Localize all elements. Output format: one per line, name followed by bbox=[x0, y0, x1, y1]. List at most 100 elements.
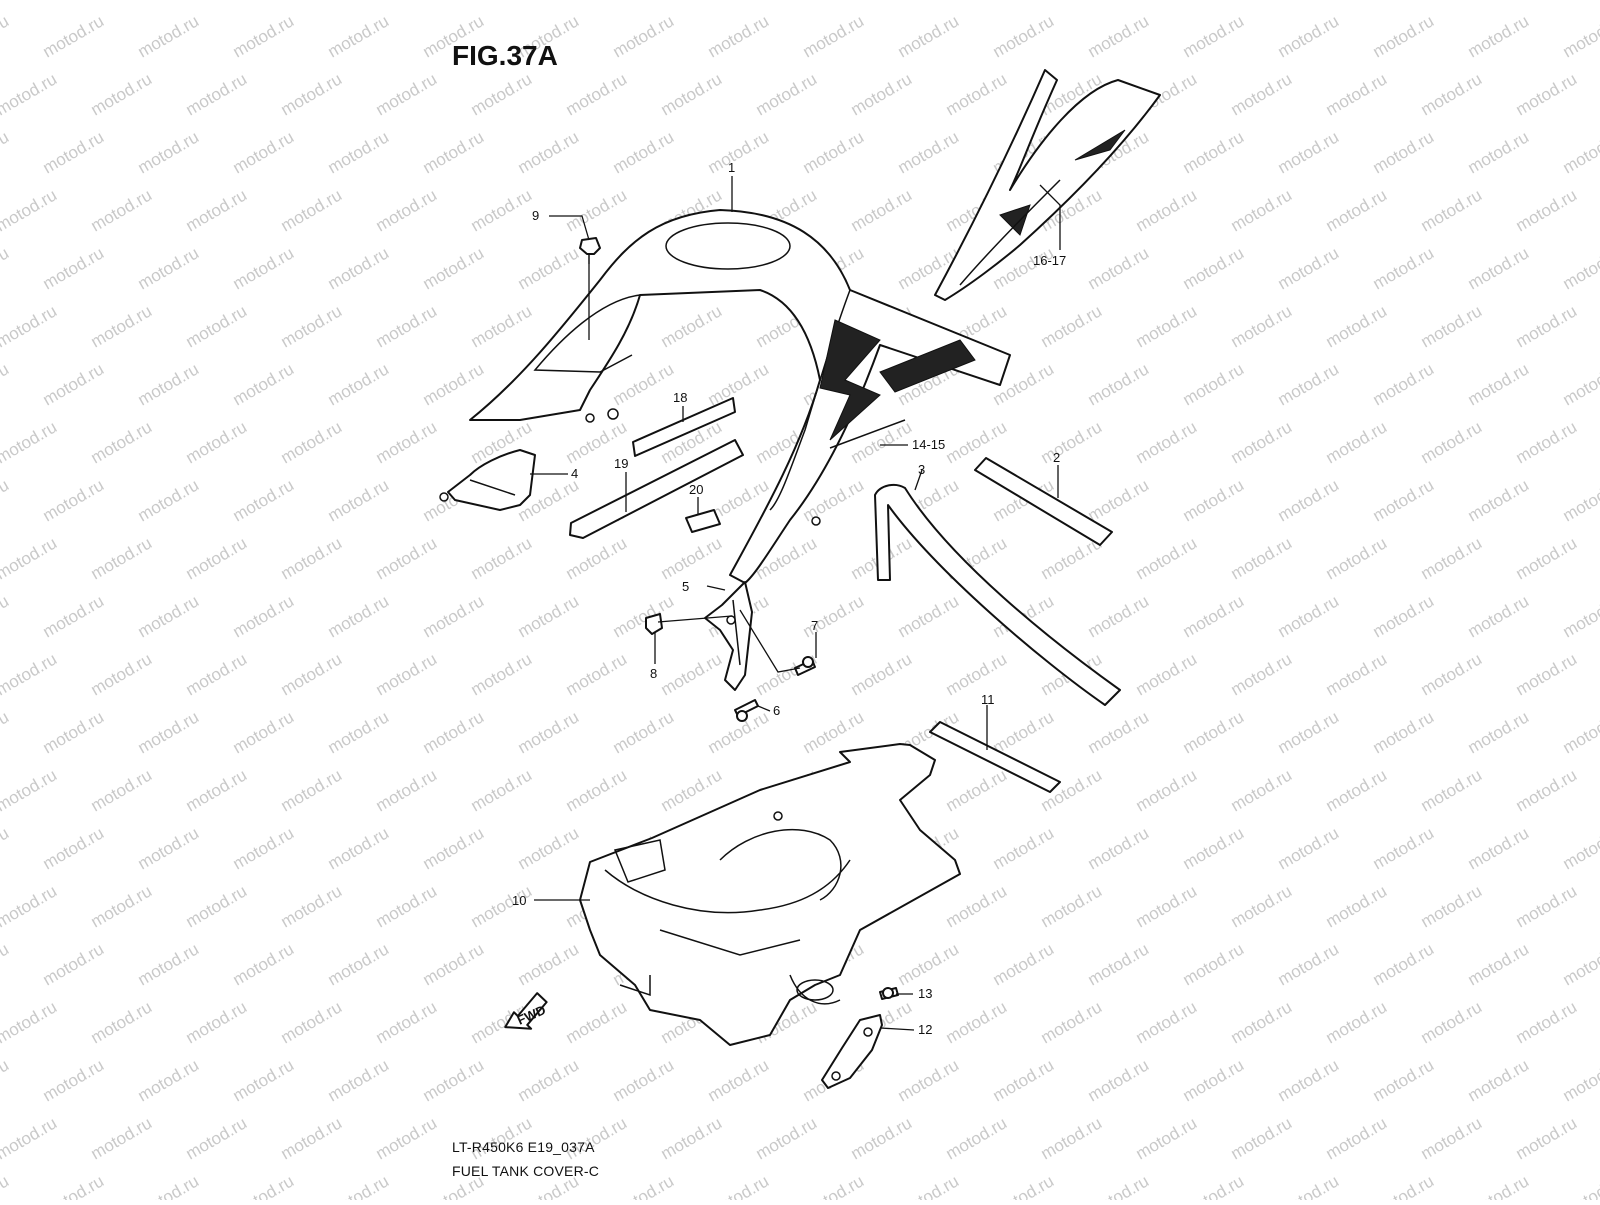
watermark-text: motod.ru bbox=[1038, 301, 1106, 351]
part-2-pad[interactable] bbox=[975, 458, 1112, 545]
watermark-text: motod.ru bbox=[800, 1171, 868, 1200]
watermark-text: motod.ru bbox=[88, 997, 156, 1047]
watermark-text: motod.ru bbox=[658, 533, 726, 583]
watermark-text: motod.ru bbox=[563, 649, 631, 699]
watermark-text: motod.ru bbox=[1323, 417, 1391, 467]
watermark-text: motod.ru bbox=[135, 359, 203, 409]
watermark-text: motod.ru bbox=[325, 475, 393, 525]
watermark-text: motod.ru bbox=[1513, 997, 1581, 1047]
watermark-text: motod.ru bbox=[943, 0, 1011, 3]
watermark-text: motod.ru bbox=[183, 301, 251, 351]
watermark-text: motod.ru bbox=[515, 243, 583, 293]
watermark-text: motod.ru bbox=[40, 939, 108, 989]
watermark-text: motod.ru bbox=[468, 765, 536, 815]
watermark-text: motod.ru bbox=[135, 707, 203, 757]
watermark-text: motod.ru bbox=[1323, 1113, 1391, 1163]
part-9-clip[interactable] bbox=[580, 238, 600, 264]
watermark-text: motod.ru bbox=[40, 707, 108, 757]
watermark-text: motod.ru bbox=[610, 359, 678, 409]
watermark-text: motod.ru bbox=[563, 533, 631, 583]
watermark-text: motod.ru bbox=[0, 1055, 12, 1105]
watermark-text: motod.ru bbox=[658, 649, 726, 699]
watermark-text: motod.ru bbox=[0, 939, 12, 989]
watermark-text: motod.ru bbox=[325, 11, 393, 61]
watermark-text: motod.ru bbox=[420, 591, 488, 641]
watermark-text: motod.ru bbox=[705, 1055, 773, 1105]
watermark-text: motod.ru bbox=[990, 823, 1058, 873]
watermark-text: motod.ru bbox=[1085, 475, 1153, 525]
watermark-text: motod.ru bbox=[183, 533, 251, 583]
watermark-text: motod.ru bbox=[40, 591, 108, 641]
watermark-text: motod.ru bbox=[0, 475, 12, 525]
watermark-text: motod.ru bbox=[135, 11, 203, 61]
model-code: LT-R450K6 E19_037A bbox=[452, 1139, 595, 1155]
watermark-text: motod.ru bbox=[1180, 243, 1248, 293]
watermark-text: motod.ru bbox=[230, 359, 298, 409]
watermark-text: motod.ru bbox=[325, 707, 393, 757]
watermark-text: motod.ru bbox=[1465, 939, 1533, 989]
watermark-text: motod.ru bbox=[563, 185, 631, 235]
watermark-text: motod.ru bbox=[1133, 417, 1201, 467]
watermark-text: motod.ru bbox=[1180, 823, 1248, 873]
watermark-text: motod.ru bbox=[895, 11, 963, 61]
part-12-bracket[interactable] bbox=[822, 1015, 882, 1088]
watermark-text: motod.ru bbox=[1465, 127, 1533, 177]
watermark-text: motod.ru bbox=[1228, 533, 1296, 583]
watermark-text: motod.ru bbox=[1323, 881, 1391, 931]
watermark-text: motod.ru bbox=[1418, 765, 1486, 815]
callout-3: 3 bbox=[918, 462, 925, 477]
watermark-text: motod.ru bbox=[848, 0, 916, 3]
watermark-text: motod.ru bbox=[610, 1055, 678, 1105]
watermark-text: motod.ru bbox=[420, 823, 488, 873]
watermark-text: motod.ru bbox=[420, 243, 488, 293]
watermark-text: motod.ru bbox=[1323, 301, 1391, 351]
watermark-text: motod.ru bbox=[610, 707, 678, 757]
watermark-text: motod.ru bbox=[800, 127, 868, 177]
watermark-text: motod.ru bbox=[1038, 1113, 1106, 1163]
callout-5: 5 bbox=[682, 579, 689, 594]
watermark-text: motod.ru bbox=[230, 707, 298, 757]
part-20-pad[interactable] bbox=[686, 510, 720, 532]
watermark-text: motod.ru bbox=[563, 0, 631, 3]
watermark-text: motod.ru bbox=[278, 417, 346, 467]
watermark-text: motod.ru bbox=[1180, 1171, 1248, 1200]
part-8-nut[interactable] bbox=[646, 614, 662, 634]
watermark-text: motod.ru bbox=[1418, 417, 1486, 467]
watermark-text: motod.ru bbox=[1513, 0, 1581, 3]
watermark-text: motod.ru bbox=[135, 1055, 203, 1105]
watermark-text: motod.ru bbox=[1560, 939, 1600, 989]
watermark-text: motod.ru bbox=[848, 417, 916, 467]
watermark-text: motod.ru bbox=[373, 649, 441, 699]
watermark-text: motod.ru bbox=[1465, 1055, 1533, 1105]
watermark-text: motod.ru bbox=[1133, 881, 1201, 931]
watermark-text: motod.ru bbox=[183, 1113, 251, 1163]
callout-19: 19 bbox=[614, 456, 628, 471]
part-13-screw[interactable] bbox=[880, 988, 898, 999]
watermark-text: motod.ru bbox=[230, 11, 298, 61]
watermark-text: motod.ru bbox=[1275, 823, 1343, 873]
watermark-text: motod.ru bbox=[1038, 997, 1106, 1047]
watermark-text: motod.ru bbox=[0, 533, 60, 583]
watermark-text: motod.ru bbox=[1085, 1171, 1153, 1200]
watermark-text: motod.ru bbox=[1370, 939, 1438, 989]
watermark-text: motod.ru bbox=[1085, 823, 1153, 873]
watermark-text: motod.ru bbox=[990, 707, 1058, 757]
watermark-text: motod.ru bbox=[183, 997, 251, 1047]
watermark-text: motod.ru bbox=[1323, 533, 1391, 583]
watermark-text: motod.ru bbox=[1418, 533, 1486, 583]
watermark-text: motod.ru bbox=[1275, 359, 1343, 409]
callout-8: 8 bbox=[650, 666, 657, 681]
watermark-text: motod.ru bbox=[515, 823, 583, 873]
watermark-text: motod.ru bbox=[0, 997, 60, 1047]
watermark-text: motod.ru bbox=[1370, 127, 1438, 177]
watermark-text: motod.ru bbox=[278, 185, 346, 235]
watermark-text: motod.ru bbox=[0, 1171, 12, 1200]
watermark-text: motod.ru bbox=[943, 649, 1011, 699]
watermark-text: motod.ru bbox=[753, 69, 821, 119]
watermark-text: motod.ru bbox=[88, 0, 156, 3]
watermark-text: motod.ru bbox=[230, 1171, 298, 1200]
watermark-text: motod.ru bbox=[990, 11, 1058, 61]
watermark-text: motod.ru bbox=[88, 185, 156, 235]
watermark-text: motod.ru bbox=[135, 127, 203, 177]
